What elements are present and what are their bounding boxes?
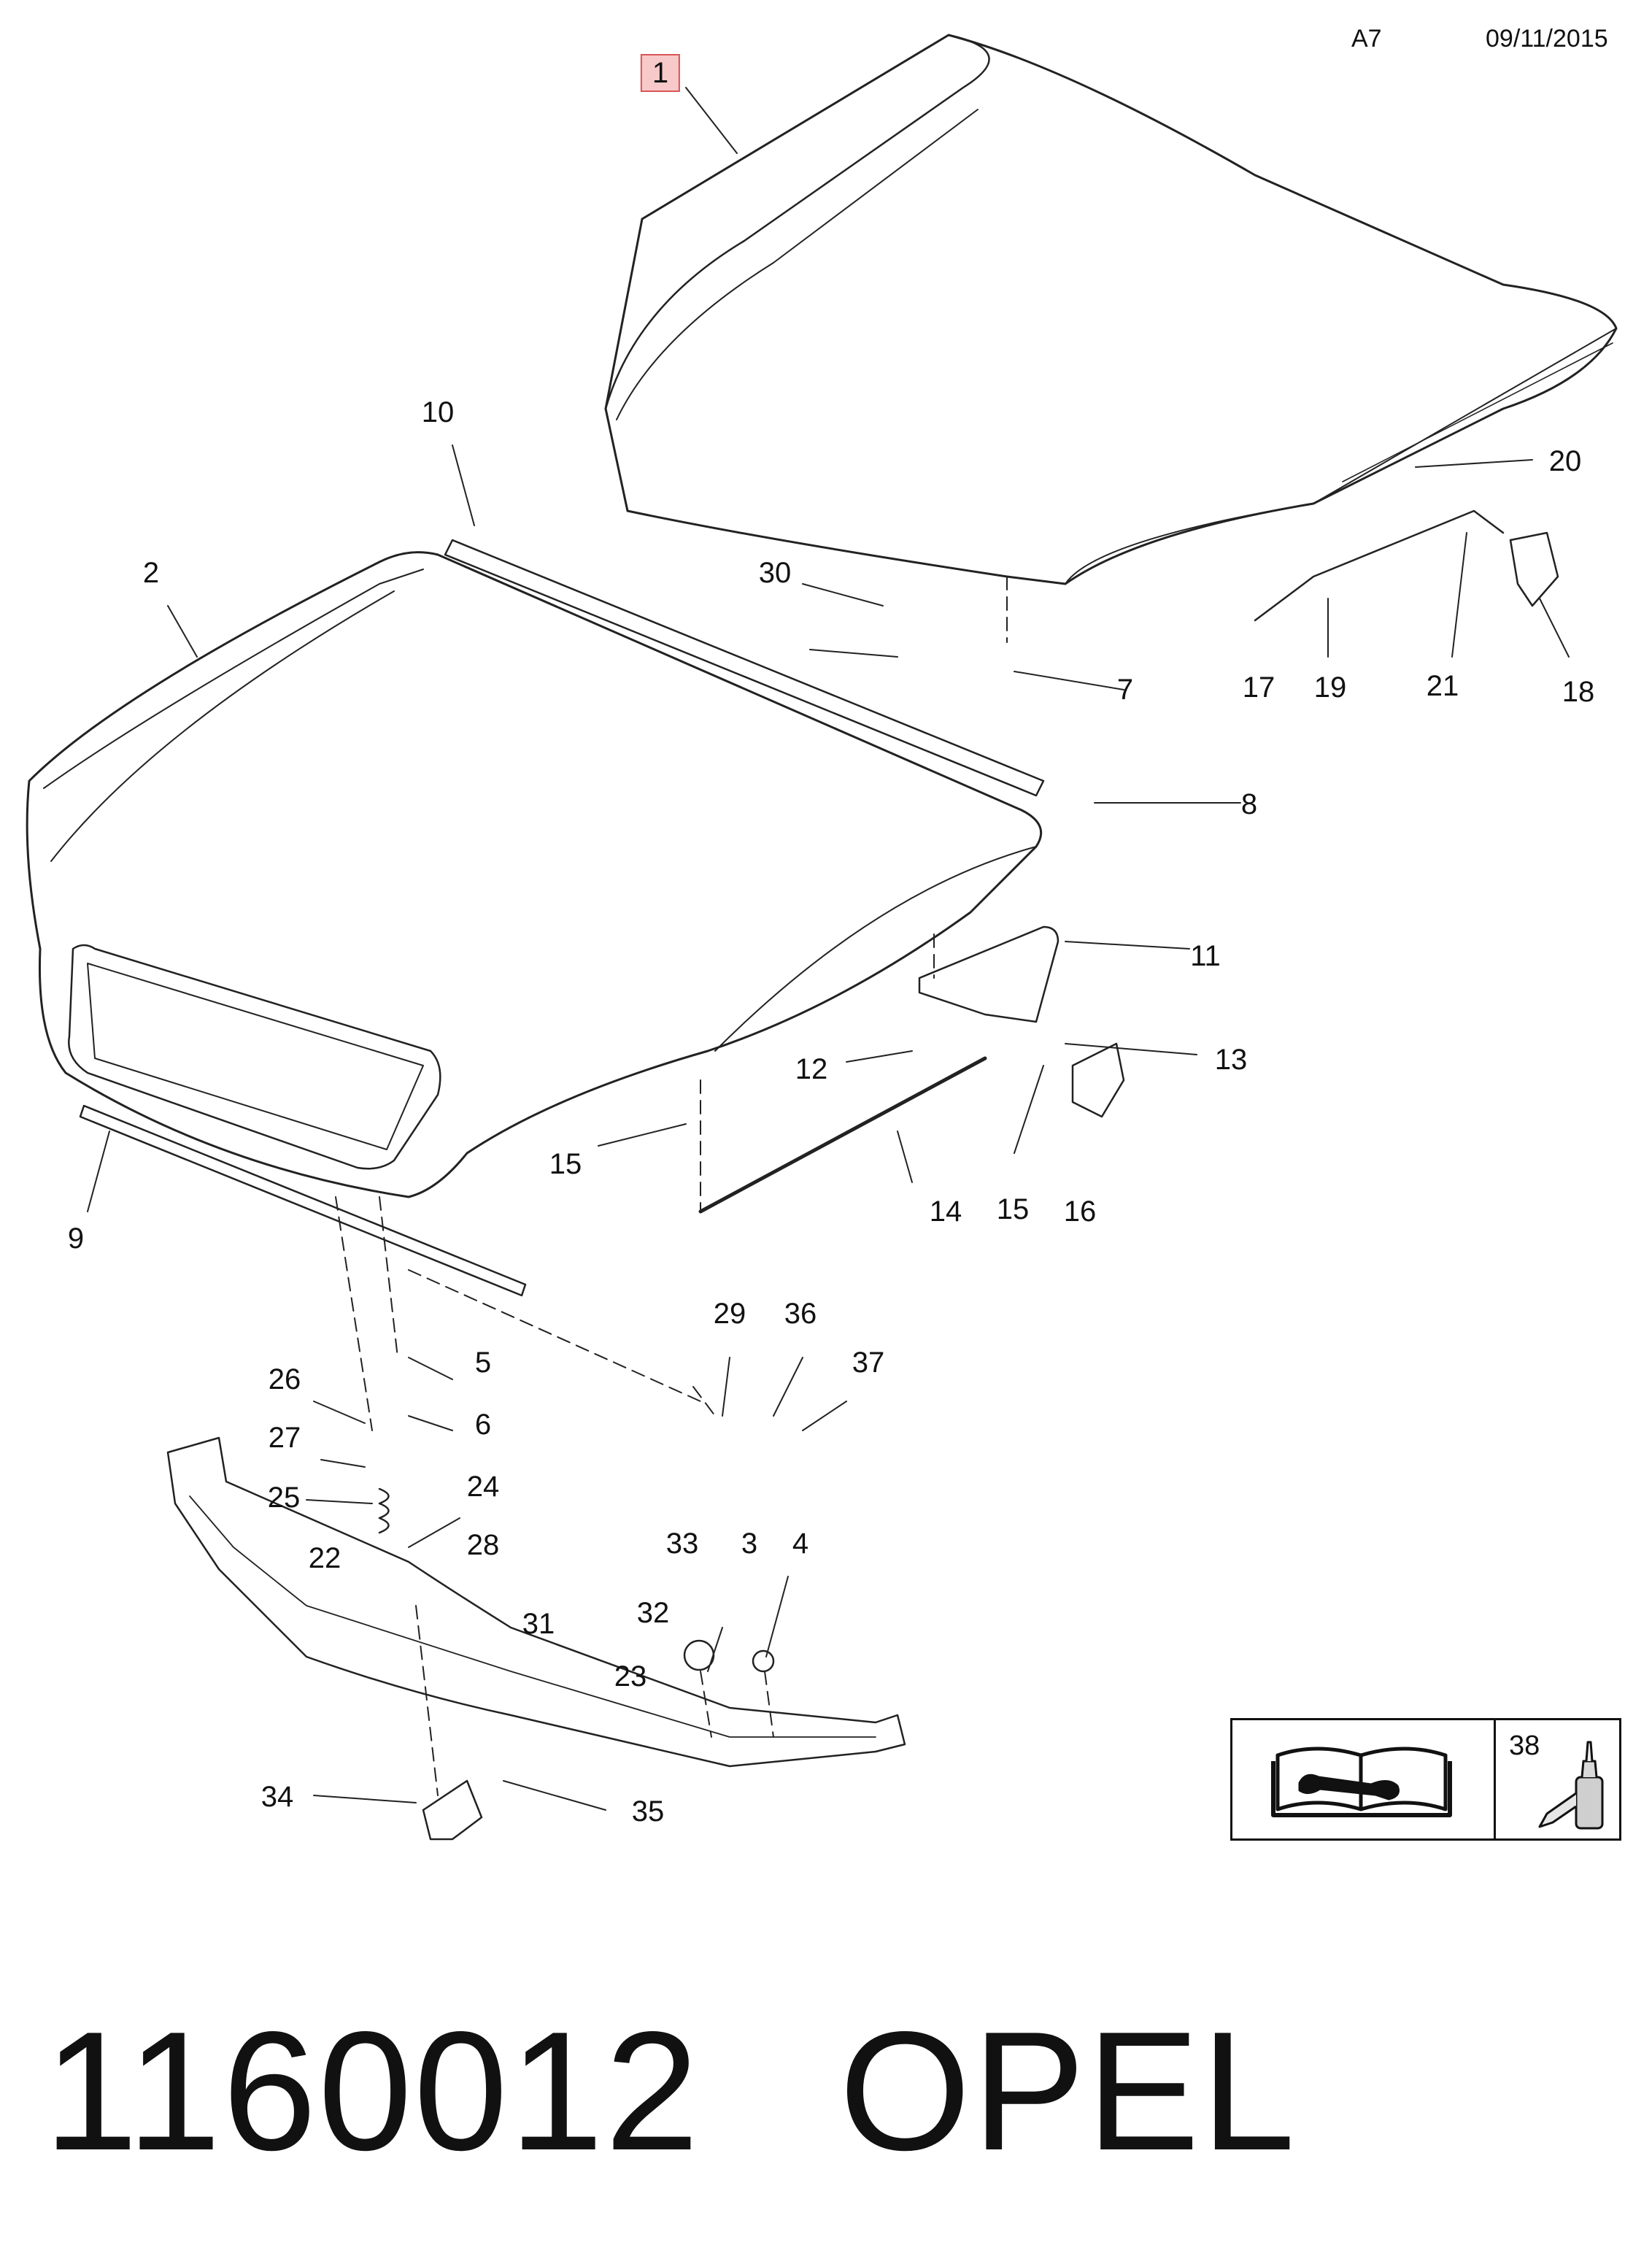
- callout-6[interactable]: 6: [474, 1409, 492, 1441]
- upper-hood-panel: [604, 34, 1618, 585]
- callout-25[interactable]: 25: [267, 1482, 301, 1514]
- callout-35[interactable]: 35: [631, 1795, 665, 1828]
- seal-strip-front: [79, 1104, 527, 1297]
- radiator-support-bracket: [166, 1436, 906, 1768]
- service-manual-cell: [1232, 1720, 1496, 1838]
- service-manual-icon: [1271, 1747, 1452, 1817]
- callout-13[interactable]: 13: [1214, 1044, 1248, 1076]
- callout-4[interactable]: 4: [792, 1528, 809, 1560]
- adhesive-cell: 38: [1496, 1720, 1624, 1838]
- callout-30[interactable]: 30: [758, 557, 792, 589]
- adhesive-bottle-icon: [1538, 1741, 1604, 1830]
- assembly-lines: [335, 576, 1008, 1796]
- callout-27[interactable]: 27: [268, 1422, 301, 1454]
- callout-16[interactable]: 16: [1063, 1195, 1097, 1228]
- callout-19[interactable]: 19: [1313, 671, 1347, 704]
- release-rod: [1254, 509, 1505, 622]
- hinge-bracket: [918, 925, 1059, 1023]
- callout-28[interactable]: 28: [466, 1529, 500, 1561]
- leader-lines: [87, 87, 1570, 1811]
- callout-15b[interactable]: 15: [996, 1193, 1030, 1225]
- callout-31[interactable]: 31: [522, 1608, 555, 1640]
- hood-latch: [422, 1779, 483, 1841]
- callout-9[interactable]: 9: [67, 1222, 85, 1255]
- callout-36[interactable]: 36: [784, 1298, 817, 1330]
- strut-bracket: [1071, 1042, 1125, 1118]
- callout-5[interactable]: 5: [474, 1347, 492, 1379]
- page-date: 09/11/2015: [1486, 25, 1608, 53]
- seal-strip-upper: [444, 539, 1045, 797]
- callout-17[interactable]: 17: [1242, 671, 1275, 704]
- brand-name: OPEL: [838, 1997, 1297, 2186]
- part-number: 1160012: [44, 1997, 700, 2186]
- callout-34[interactable]: 34: [260, 1781, 294, 1813]
- legend-box: 38: [1230, 1718, 1621, 1841]
- callout-22[interactable]: 22: [308, 1542, 341, 1574]
- callout-33[interactable]: 33: [665, 1528, 699, 1560]
- callout-10[interactable]: 10: [421, 396, 455, 428]
- legend-ref-38[interactable]: 38: [1509, 1730, 1540, 1761]
- grommet: [752, 1649, 775, 1673]
- callout-3[interactable]: 3: [741, 1528, 758, 1560]
- exploded-view-drawing: [26, 34, 1618, 1841]
- callout-15a[interactable]: 15: [549, 1148, 582, 1180]
- latch-spring: [378, 1487, 390, 1534]
- callout-14[interactable]: 14: [929, 1195, 962, 1228]
- callout-23[interactable]: 23: [614, 1660, 647, 1693]
- gas-strut: [698, 1056, 987, 1214]
- callout-2[interactable]: 2: [142, 557, 160, 589]
- callout-37[interactable]: 37: [852, 1347, 885, 1379]
- callout-1[interactable]: 1: [640, 54, 681, 92]
- callout-20[interactable]: 20: [1548, 445, 1582, 477]
- callout-12[interactable]: 12: [795, 1053, 828, 1085]
- page-code: A7: [1351, 25, 1382, 53]
- lower-hood-panel: [26, 551, 1043, 1198]
- callout-11[interactable]: 11: [1190, 940, 1221, 972]
- callout-21[interactable]: 21: [1426, 670, 1459, 702]
- callout-8[interactable]: 8: [1240, 788, 1258, 820]
- callout-26[interactable]: 26: [268, 1363, 301, 1395]
- callout-24[interactable]: 24: [466, 1471, 500, 1503]
- callout-29[interactable]: 29: [713, 1298, 746, 1330]
- callout-7[interactable]: 7: [1116, 674, 1134, 706]
- callout-18[interactable]: 18: [1562, 676, 1595, 708]
- callout-32[interactable]: 32: [636, 1597, 670, 1629]
